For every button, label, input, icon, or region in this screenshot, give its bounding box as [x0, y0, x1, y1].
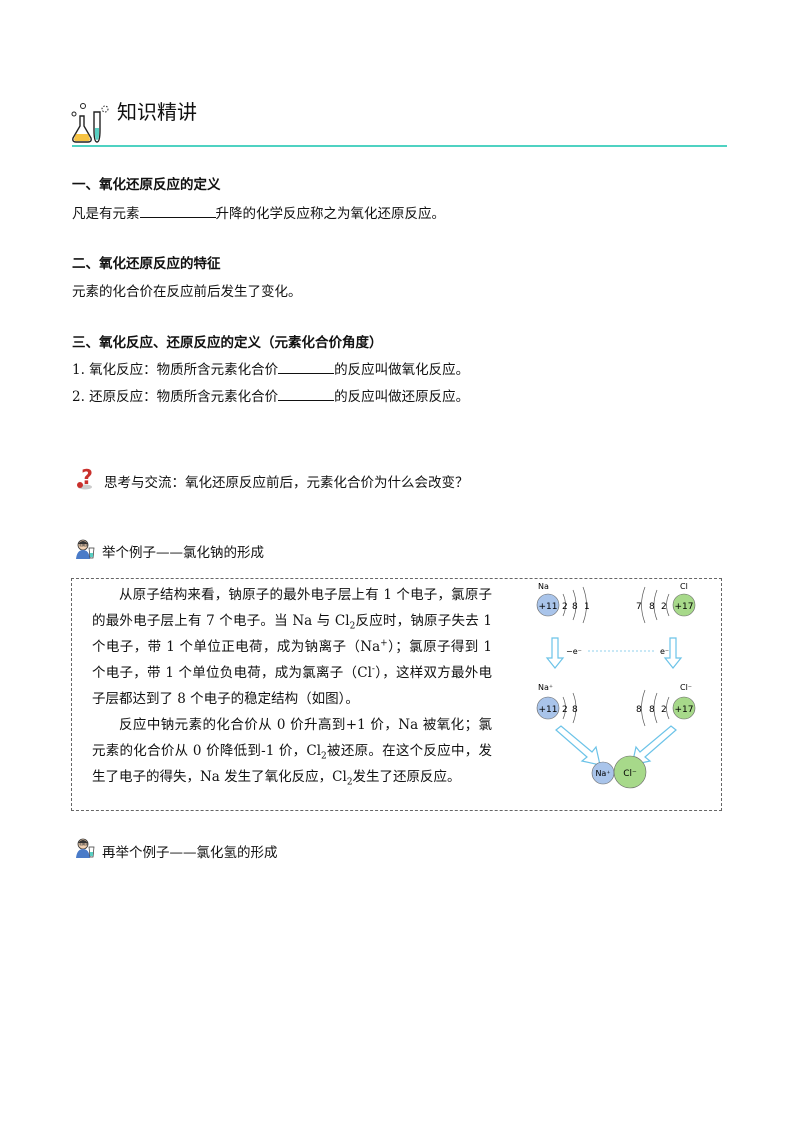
cl-nucleus-charge: +17: [675, 602, 694, 612]
cl-ion-sphere: [613, 755, 647, 789]
section-2-heading: 二、氧化还原反应的特征: [72, 256, 221, 272]
na-ion-shell-1: 2: [562, 705, 568, 715]
cl-ion-label: Cl⁻: [680, 683, 692, 692]
fill-blank[interactable]: [278, 361, 335, 374]
cl-ion-charge: +17: [675, 705, 694, 715]
fill-blank[interactable]: [139, 205, 216, 218]
cl-ion-nucleus: [672, 696, 696, 720]
item-2-text-post: 的反应叫做还原反应。: [334, 389, 470, 405]
electron-lost-label: −e⁻: [566, 647, 582, 656]
fill-blank[interactable]: [278, 388, 335, 401]
down-arrow-left: [545, 637, 565, 669]
item-1-text-post: 的反应叫做氧化反应。: [334, 362, 470, 378]
header-divider: [72, 145, 727, 147]
na-nucleus: [536, 593, 560, 617]
section-2-line: 元素的化合价在反应前后发生了变化。: [72, 284, 302, 300]
scientist-icon: [74, 538, 96, 564]
cl-shell-3: 2: [661, 602, 667, 612]
na-shell-1: 2: [562, 602, 568, 612]
svg-text:?: ?: [81, 466, 93, 489]
example-1-title: 举个例子——氯化钠的形成: [102, 545, 264, 561]
cl-shell-1: 7: [636, 602, 642, 612]
question-mark-icon: ?: [76, 465, 98, 494]
section-1-line: 凡是有元素 升降的化学反应称之为氧化还原反应。: [72, 202, 445, 222]
page-title: 知识精讲: [117, 100, 197, 124]
example-1-paragraph-1: 从原子结构来看，钠原子的最外电子层上有 1 个电子，氯原子的最外电子层上有 7 …: [92, 587, 492, 707]
cl-ion-shell-2: 8: [649, 705, 655, 715]
flask-icon: [71, 103, 109, 143]
na-shell-3: 1: [584, 602, 590, 612]
cl-ion-shell-1: 8: [636, 705, 642, 715]
example-1-body: 从原子结构来看，钠原子的最外电子层上有 1 个电子，氯原子的最外电子层上有 7 …: [92, 582, 492, 790]
section-3-item-1: 1. 氧化反应：物质所含元素化合价 的反应叫做氧化反应。: [72, 358, 469, 378]
cl-ion-sphere-label: Cl⁻: [623, 769, 637, 779]
down-arrow-right: [663, 637, 683, 669]
na-shell-2: 8: [572, 602, 578, 612]
example-box: [71, 578, 722, 811]
na-ion-nucleus: [536, 696, 560, 720]
section-3-heading: 三、氧化反应、还原反应的定义（元素化合价角度）: [72, 335, 383, 351]
header-icon: [70, 100, 110, 144]
electron-gain-label: e⁻: [660, 647, 669, 656]
na-nucleus-charge: +11: [539, 602, 558, 612]
na-ion-charge: +11: [539, 705, 558, 715]
cl-shell-2: 8: [649, 602, 655, 612]
cl-atom-label: Cl: [680, 582, 688, 591]
diag-arrow-left: [555, 725, 601, 766]
diag-arrow-right: [631, 725, 677, 766]
example-1-paragraph-2: 反应中钠元素的化合价从 0 价升高到+1 价，Na 被氧化；氯元素的化合价从 0…: [92, 717, 492, 788]
cl-nucleus: [672, 593, 696, 617]
na-ion-sphere-label: Na⁺: [595, 769, 610, 778]
section-1-text-post: 升降的化学反应称之为氧化还原反应。: [215, 206, 446, 222]
na-ion-shell-2: 8: [572, 705, 578, 715]
item-2-text-pre: 2. 还原反应：物质所含元素化合价: [72, 389, 279, 405]
section-3-item-2: 2. 还原反应：物质所含元素化合价 的反应叫做还原反应。: [72, 385, 469, 405]
item-1-text-pre: 1. 氧化反应：物质所含元素化合价: [72, 362, 279, 378]
example-2-title: 再举个例子——氯化氢的形成: [102, 845, 278, 861]
cl-ion-shell-3: 2: [661, 705, 667, 715]
na-ion-label: Na⁺: [538, 683, 553, 692]
scientist-icon: [74, 837, 96, 863]
think-discuss-text: 思考与交流：氧化还原反应前后，元素化合价为什么会改变？: [104, 475, 469, 491]
section-1-heading: 一、氧化还原反应的定义: [72, 177, 221, 193]
nacl-formation-diagram: Na +11 2 8 1 Cl +17 7 8 2 −e⁻ e⁻ Na⁺ +11…: [536, 582, 696, 789]
section-1-text-pre: 凡是有元素: [72, 206, 140, 222]
na-atom-label: Na: [538, 582, 549, 591]
